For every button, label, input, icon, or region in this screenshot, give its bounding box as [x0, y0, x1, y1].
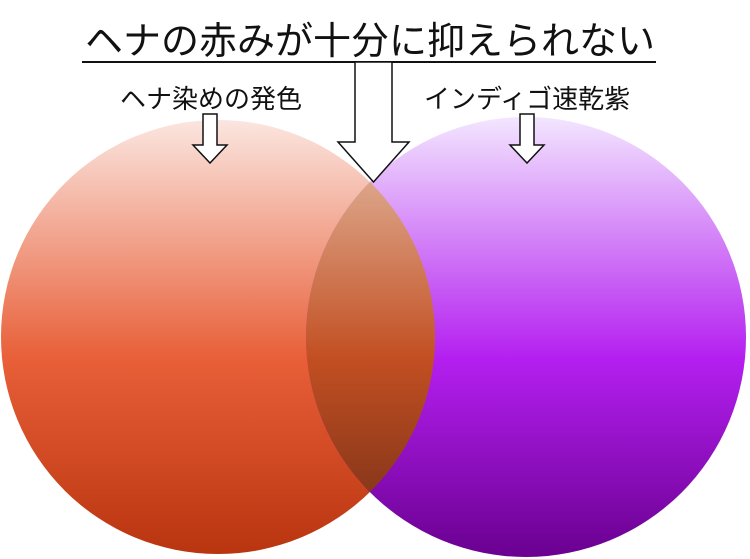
indigo-label: インディゴ速乾紫: [424, 85, 630, 115]
page-title: ヘナの赤みが十分に抑えられない: [85, 19, 655, 63]
indigo-arrow-icon: [508, 113, 546, 165]
henna-label: ヘナ染めの発色: [120, 85, 302, 115]
henna-circle: [1, 120, 435, 554]
henna-arrow-icon: [191, 113, 229, 165]
overlap-arrow-icon: [336, 61, 411, 184]
indigo-circle: [306, 117, 746, 557]
